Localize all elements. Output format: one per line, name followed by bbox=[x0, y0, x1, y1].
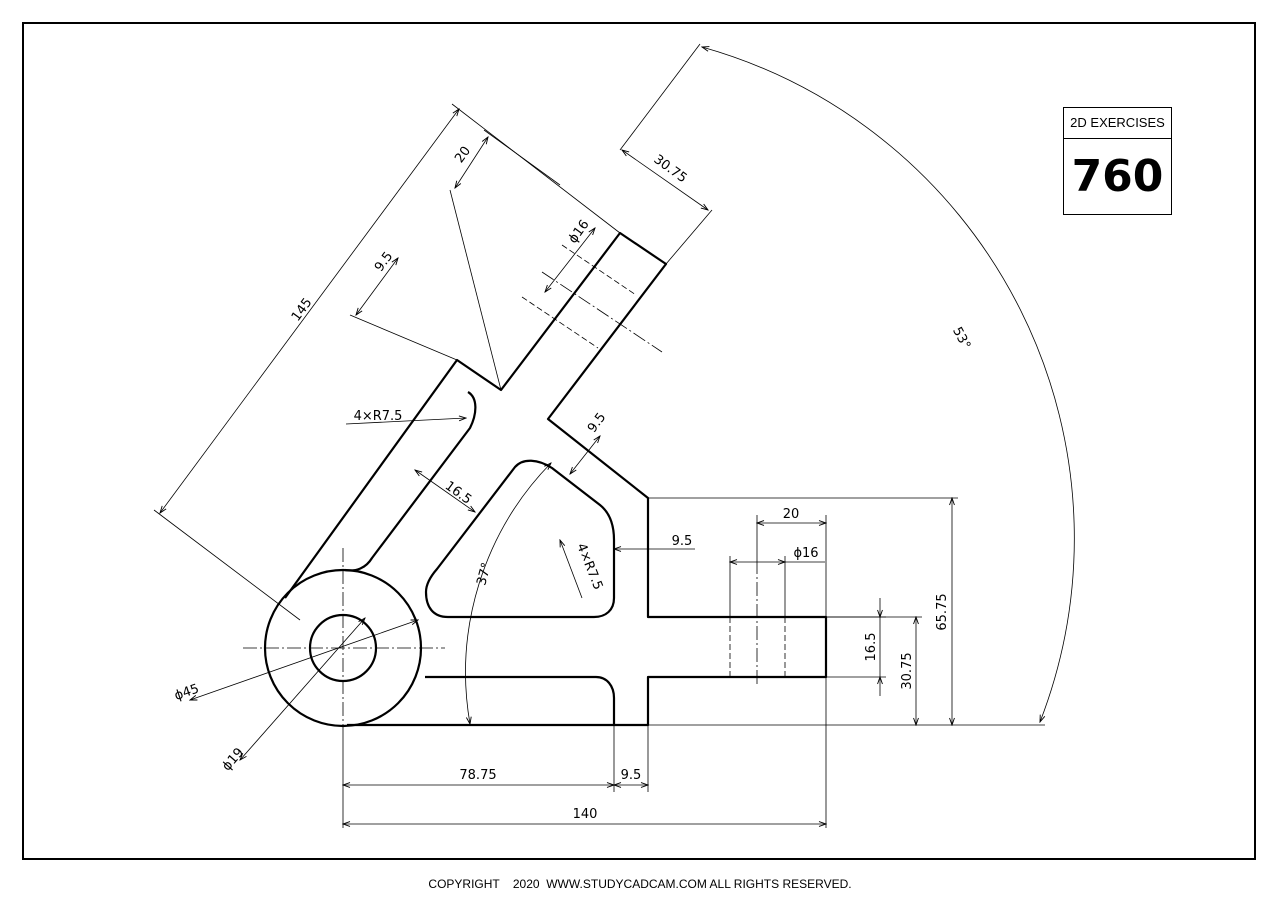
label-4xR7-5-b: 4×R7.5 bbox=[573, 541, 605, 592]
label-65-75: 65.75 bbox=[935, 593, 950, 630]
dim-37-arc bbox=[465, 463, 551, 724]
ext-145-b bbox=[451, 103, 621, 234]
label-16-5-right: 16.5 bbox=[864, 633, 879, 662]
label-dia45: ϕ45 bbox=[173, 682, 202, 704]
badge-number: 760 bbox=[1071, 151, 1164, 202]
label-4xR7-5-a: 4×R7.5 bbox=[354, 409, 403, 424]
ext-9-5-arm bbox=[349, 314, 458, 361]
arm-hole-hidden-2 bbox=[521, 296, 599, 349]
label-20-top: 20 bbox=[452, 144, 474, 166]
label-53: 53° bbox=[949, 325, 973, 352]
label-dia19: ϕ19 bbox=[219, 745, 247, 774]
ext-20-top bbox=[449, 189, 502, 391]
label-78-75: 78.75 bbox=[459, 768, 496, 783]
label-9-5-bottom: 9.5 bbox=[621, 768, 642, 783]
dim-145 bbox=[160, 109, 459, 513]
label-dia16-right: ϕ16 bbox=[793, 546, 818, 561]
label-30-75-right: 30.75 bbox=[900, 652, 915, 689]
label-16-5-arm: 16.5 bbox=[442, 479, 474, 508]
ext-145-a bbox=[153, 509, 301, 621]
leader-4xR7-5-a bbox=[345, 418, 466, 425]
dim-53-arc bbox=[702, 47, 1075, 722]
label-140: 140 bbox=[573, 807, 598, 822]
ext-30-75-top bbox=[665, 209, 713, 265]
label-dia16-arm: ϕ16 bbox=[566, 217, 593, 246]
dimension-lines bbox=[153, 43, 1075, 828]
part-outline bbox=[263, 231, 828, 728]
leader-dia19 bbox=[240, 618, 365, 760]
dim-9-5-web bbox=[570, 436, 600, 474]
label-145: 145 bbox=[289, 295, 316, 324]
dim-dia16-arm bbox=[545, 228, 595, 292]
label-9-5-right: 9.5 bbox=[672, 534, 693, 549]
leader-dia45 bbox=[190, 620, 418, 700]
dim-16-5-arm bbox=[415, 470, 475, 512]
label-9-5-web: 9.5 bbox=[585, 410, 609, 436]
label-30-75-top: 30.75 bbox=[651, 152, 690, 186]
badge-label: 2D EXERCISES bbox=[1064, 108, 1171, 139]
label-20-right: 20 bbox=[783, 507, 800, 522]
leader-4xR7-5-b bbox=[560, 540, 583, 599]
drawing-border bbox=[22, 22, 1256, 860]
arm-outer-edge bbox=[284, 231, 828, 727]
lower-slot bbox=[425, 675, 616, 725]
arm-hole-hidden-1 bbox=[561, 244, 637, 296]
ext-20-top-b bbox=[483, 129, 561, 186]
construction-lines bbox=[243, 244, 786, 730]
dim-20-top bbox=[455, 137, 488, 188]
label-9-5-arm: 9.5 bbox=[372, 249, 396, 275]
exercise-badge: 2D EXERCISES 760 bbox=[1063, 107, 1172, 215]
dim-30-75-top bbox=[622, 150, 708, 210]
dim-9-5-arm bbox=[356, 258, 398, 315]
copyright-footer: COPYRIGHT 2020 WWW.STUDYCADCAM.COM ALL R… bbox=[428, 877, 852, 891]
label-37: 37° bbox=[474, 561, 494, 587]
ext-53 bbox=[619, 43, 701, 151]
